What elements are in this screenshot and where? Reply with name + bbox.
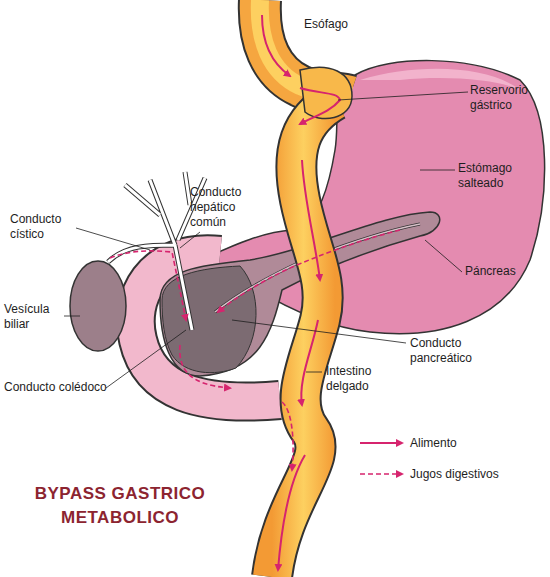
food-arrow [262,15,290,76]
leader-lines [64,92,468,388]
intestine-outline [272,100,335,577]
juice-arrow [218,230,400,312]
part-label: Reservorio gástrico [470,83,545,113]
diagram-title: BYPASS GASTRICO METABOLICO [20,482,220,530]
part-label: Conducto pancreático [410,336,500,366]
food-arrow [300,88,340,124]
part-label: Páncreas [465,264,545,279]
small-intestine [272,100,335,577]
food-arrow [301,320,318,405]
legend-juice-sample [360,473,402,475]
part-label: Vesícula biliar [4,302,64,332]
part-label: Conducto cístico [10,212,80,242]
part-label: Esófago [304,17,374,32]
juice-arrow [110,251,186,320]
part-label: Intestino delgado [326,364,396,394]
part-label: Conducto colédoco [4,380,114,395]
part-label: Estómago salteado [458,161,538,191]
pancreas-head [162,266,256,373]
legend-food-sample [360,442,402,444]
legend-text: Alimento [410,436,545,451]
legend-text: Jugos digestivos [410,467,545,482]
juice-arrow [282,402,293,470]
juice-arrow [180,345,230,388]
gallbladder [70,261,126,351]
part-label: Conducto hepático común [190,185,255,230]
food-arrow [278,455,305,570]
